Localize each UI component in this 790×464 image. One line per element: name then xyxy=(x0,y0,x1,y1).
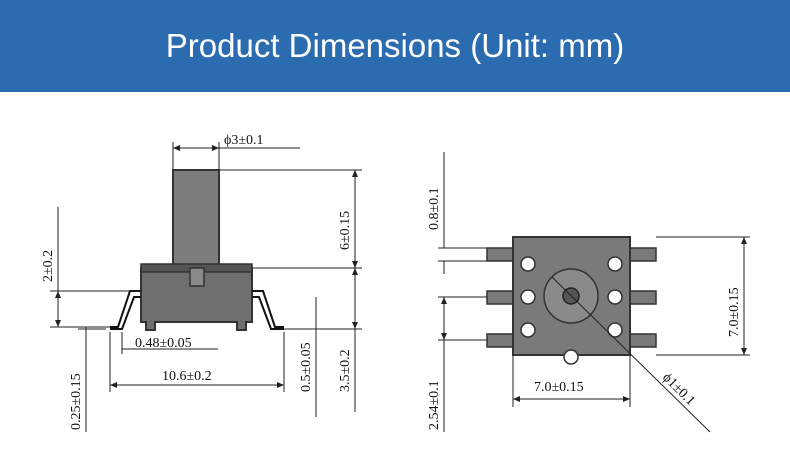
dim-body-height: 3.5±0.2 xyxy=(338,349,353,392)
mounting-holes xyxy=(520,256,623,365)
dim-shaft-diameter: ϕ3±0.1 xyxy=(224,133,264,148)
page-title: Product Dimensions (Unit: mm) xyxy=(165,27,625,64)
dim-top-body-height: 7.0±0.15 xyxy=(727,287,742,337)
top-view: ϕ1±0.1 7.0±0.15 7.0±0.15 0.8±0.1 2.54±0.… xyxy=(427,152,750,433)
dim-body-span: 10.6±0.2 xyxy=(162,369,212,384)
right-lead xyxy=(252,290,284,328)
top-view-leads xyxy=(486,247,657,348)
dim-lead-top-gap: 0.8±0.1 xyxy=(427,187,442,230)
dim-shaft-height: 6±0.15 xyxy=(338,211,353,250)
shaft-collar xyxy=(189,267,205,287)
dimension-drawing: ϕ3±0.1 6±0.15 3.5±0.2 0.5±0.05 2±0.2 0.2… xyxy=(41,133,750,433)
left-lead-inner xyxy=(110,296,141,330)
dim-pitch: 2.54±0.1 xyxy=(427,380,442,430)
dim-lead-height: 2±0.2 xyxy=(41,250,56,282)
dim-lead-width: 0.48±0.05 xyxy=(135,336,192,351)
dim-standoff: 0.5±0.05 xyxy=(299,342,314,392)
header-banner: Product Dimensions (Unit: mm) xyxy=(0,0,790,92)
phi-leader xyxy=(551,276,711,433)
dim-top-body-width: 7.0±0.15 xyxy=(534,380,584,395)
right-lead-inner xyxy=(252,296,284,330)
side-view: ϕ3±0.1 6±0.15 3.5±0.2 0.5±0.05 2±0.2 0.2… xyxy=(41,133,362,432)
dim-lead-thickness: 0.25±0.15 xyxy=(69,373,84,430)
shaft xyxy=(172,169,220,269)
switch-body xyxy=(140,267,253,331)
dim-hole-diameter: ϕ1±0.1 xyxy=(659,370,698,409)
